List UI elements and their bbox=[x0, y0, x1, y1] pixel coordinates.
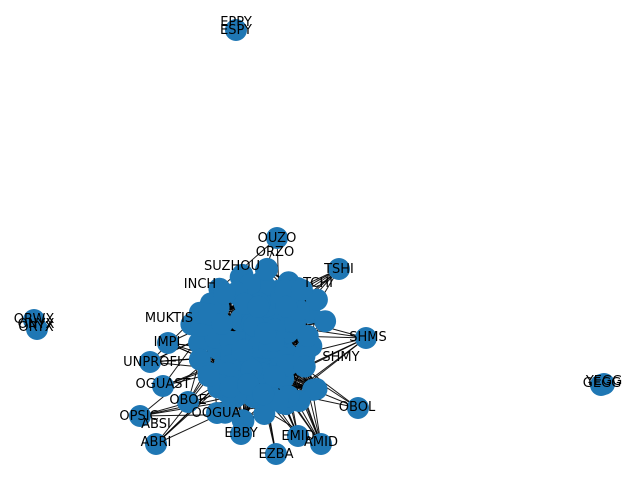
node-label: MUKTIS bbox=[145, 311, 193, 326]
labels-layer: EPPY ESPY OUZO ORZO SUZHOU TSHI TCHI INC… bbox=[14, 15, 622, 462]
node-label: SHMS bbox=[349, 330, 387, 345]
nodes-layer bbox=[23, 19, 615, 465]
graph-node bbox=[266, 227, 288, 249]
graph-node bbox=[177, 391, 199, 413]
node-label: OGUAST bbox=[136, 377, 191, 392]
graph-node bbox=[305, 378, 328, 401]
graph-node bbox=[225, 19, 247, 41]
graph-node bbox=[129, 405, 151, 427]
graph-node bbox=[213, 282, 236, 305]
node-label: EMID bbox=[281, 429, 314, 444]
graph-node bbox=[157, 332, 179, 354]
graph-node bbox=[247, 295, 270, 318]
node-label: ORWX bbox=[14, 312, 55, 327]
node-label: UNPROFI bbox=[123, 355, 181, 370]
graph-node bbox=[328, 258, 350, 280]
graph-node bbox=[26, 318, 48, 340]
node-label: ABRI bbox=[141, 435, 172, 450]
graph-node bbox=[265, 443, 287, 465]
graph-node bbox=[310, 433, 332, 455]
node-label: ONYX bbox=[18, 317, 55, 332]
graph-node bbox=[355, 327, 377, 349]
node-label: OOGUA bbox=[192, 406, 241, 421]
graph-node bbox=[252, 383, 275, 406]
graph-node bbox=[231, 339, 254, 362]
graph-node bbox=[145, 433, 167, 455]
graph-node bbox=[287, 425, 309, 447]
graph-node bbox=[188, 331, 211, 354]
node-label: ABSI bbox=[141, 417, 171, 432]
node-label: OBOL bbox=[339, 400, 376, 415]
node-label: AMID bbox=[304, 435, 338, 450]
node-label: SHMY bbox=[322, 350, 359, 365]
graph-node bbox=[253, 403, 276, 425]
node-label: GEGG bbox=[583, 376, 621, 391]
node-label: OBOE bbox=[169, 393, 206, 408]
node-label: YEGG bbox=[585, 374, 622, 389]
node-label: OUZO bbox=[258, 231, 297, 246]
node-label: SUZHOU bbox=[204, 259, 260, 274]
graph-node bbox=[293, 355, 316, 378]
node-label: ORYX bbox=[18, 320, 53, 335]
node-label: EZBA bbox=[259, 447, 294, 462]
graph-node bbox=[152, 375, 174, 397]
graph-node bbox=[590, 374, 612, 396]
graph-node bbox=[211, 312, 233, 335]
node-label: EPPY bbox=[220, 15, 252, 30]
graph-node bbox=[255, 259, 277, 281]
graph-node bbox=[296, 324, 319, 347]
graph-node bbox=[274, 279, 297, 302]
graph-node bbox=[219, 376, 242, 398]
graph-node bbox=[275, 295, 298, 318]
graph-node bbox=[347, 397, 369, 419]
node-label: IMPI bbox=[154, 335, 181, 350]
graph-node bbox=[230, 423, 252, 445]
node-label: INCH bbox=[184, 277, 216, 292]
graph-node bbox=[197, 365, 220, 387]
node-label: ORZO bbox=[256, 245, 294, 260]
graph-node bbox=[314, 310, 337, 333]
graph-node bbox=[263, 365, 286, 388]
graph-node bbox=[254, 322, 277, 345]
graph-node bbox=[206, 402, 228, 424]
graph-node bbox=[139, 351, 161, 373]
node-label: EBBY bbox=[224, 426, 257, 441]
edge bbox=[304, 337, 367, 368]
graph-node bbox=[290, 278, 313, 301]
edge bbox=[219, 237, 278, 290]
node-label: TCHI bbox=[302, 276, 333, 291]
node-label: OPSIC bbox=[119, 409, 158, 424]
node-label: ESPY bbox=[220, 23, 252, 38]
node-label: TSHI bbox=[323, 262, 354, 277]
